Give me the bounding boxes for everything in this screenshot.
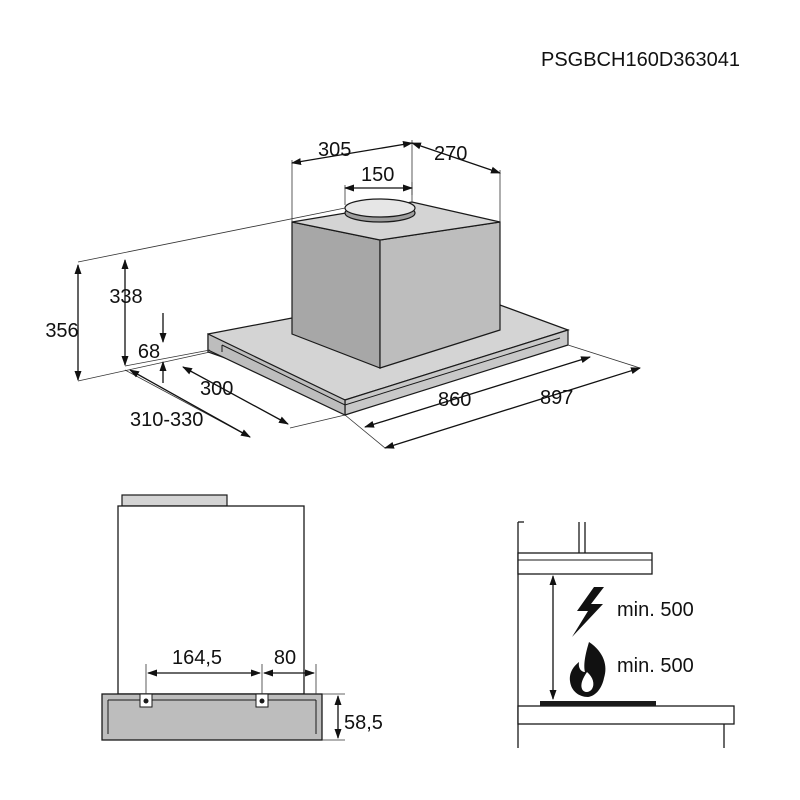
clearance-view: min. 500 min. 500 [517, 521, 735, 748]
dim-58-5-label: 58,5 [344, 712, 383, 734]
dim-897-label: 897 [540, 387, 573, 409]
hood-slab [517, 552, 653, 575]
dim-305-label: 305 [318, 139, 351, 161]
gas-min-label: min. 500 [617, 655, 694, 677]
dimensions-vertical: 356 338 68 [45, 259, 211, 383]
dimensions-width: 860 897 [344, 344, 641, 449]
front-canopy [101, 693, 323, 741]
electric-min-label: min. 500 [617, 599, 694, 621]
worktop [517, 705, 735, 725]
dim-150-label: 150 [361, 164, 394, 186]
dim-270-label: 270 [434, 143, 467, 165]
lightning-icon [572, 587, 604, 637]
cooktop-surface [540, 701, 656, 706]
dimensions-top: 305 270 150 [291, 139, 501, 222]
dim-338-label: 338 [109, 286, 142, 308]
dim-80-label: 80 [274, 647, 296, 669]
model-code: PSGBCH160D363041 [541, 49, 740, 71]
dim-860-label: 860 [438, 389, 471, 411]
front-view: 164,5 80 58,5 [101, 494, 383, 741]
dim-164-5-label: 164,5 [172, 647, 222, 669]
dim-300-label: 300 [200, 378, 233, 400]
dim-356-label: 356 [45, 320, 78, 342]
flame-icon [569, 642, 606, 697]
dim-310-330-label: 310-330 [130, 409, 203, 431]
front-body [117, 505, 305, 695]
dimensions-depth: 300 310-330 [124, 366, 346, 438]
front-top-lip [121, 494, 228, 507]
dim-68-label: 68 [138, 341, 160, 363]
